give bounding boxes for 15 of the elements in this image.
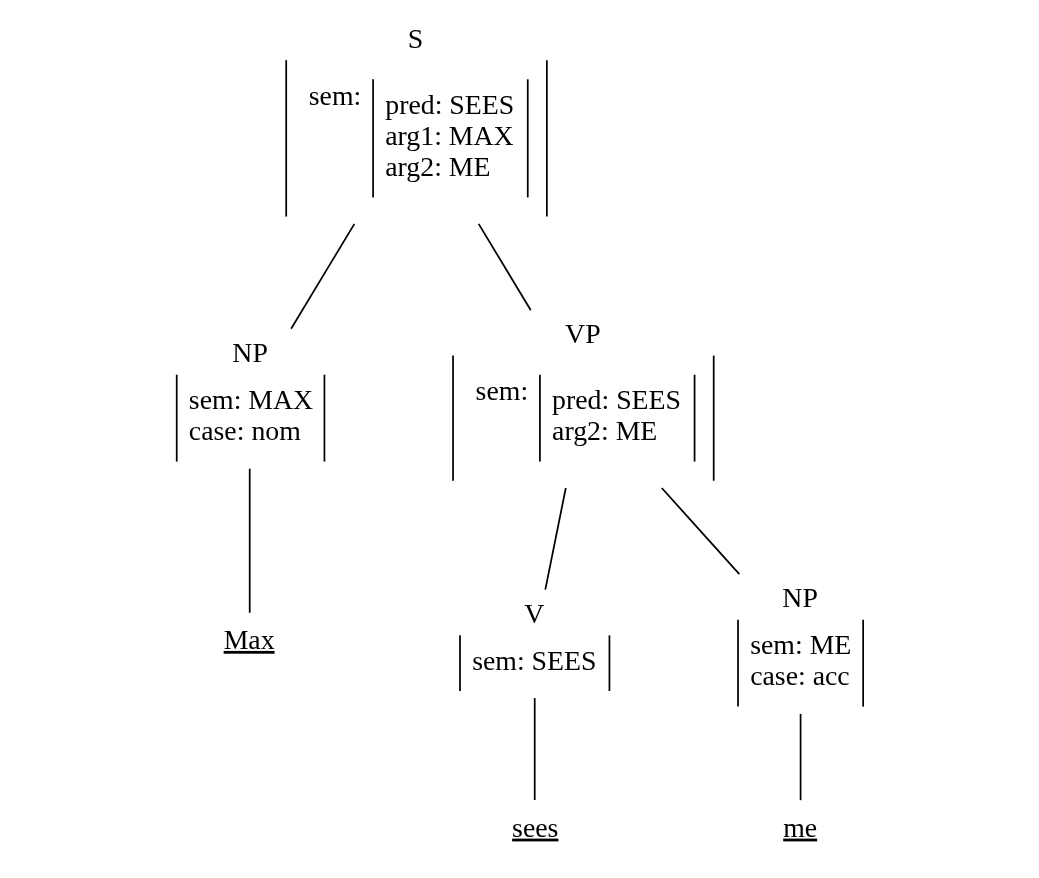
node-text: V sem: SEES (472, 597, 597, 676)
node-text: NP sem: MAX case: nom (188, 337, 314, 447)
node-text: VP sem: pred: SEES arg2: ME (475, 318, 682, 447)
connector (533, 697, 536, 801)
node-text: sees (512, 811, 559, 843)
node-text: me (783, 811, 818, 843)
connector (248, 467, 251, 614)
connector (544, 487, 567, 591)
node-text: S sem: pred: SEES arg1: MAX arg2: ME (308, 22, 515, 183)
node-text: Max (223, 623, 275, 655)
connector (799, 713, 802, 802)
connector (660, 487, 741, 576)
connector (477, 223, 532, 312)
connector (290, 223, 356, 330)
node-text: NP sem: ME case: acc (750, 582, 852, 692)
